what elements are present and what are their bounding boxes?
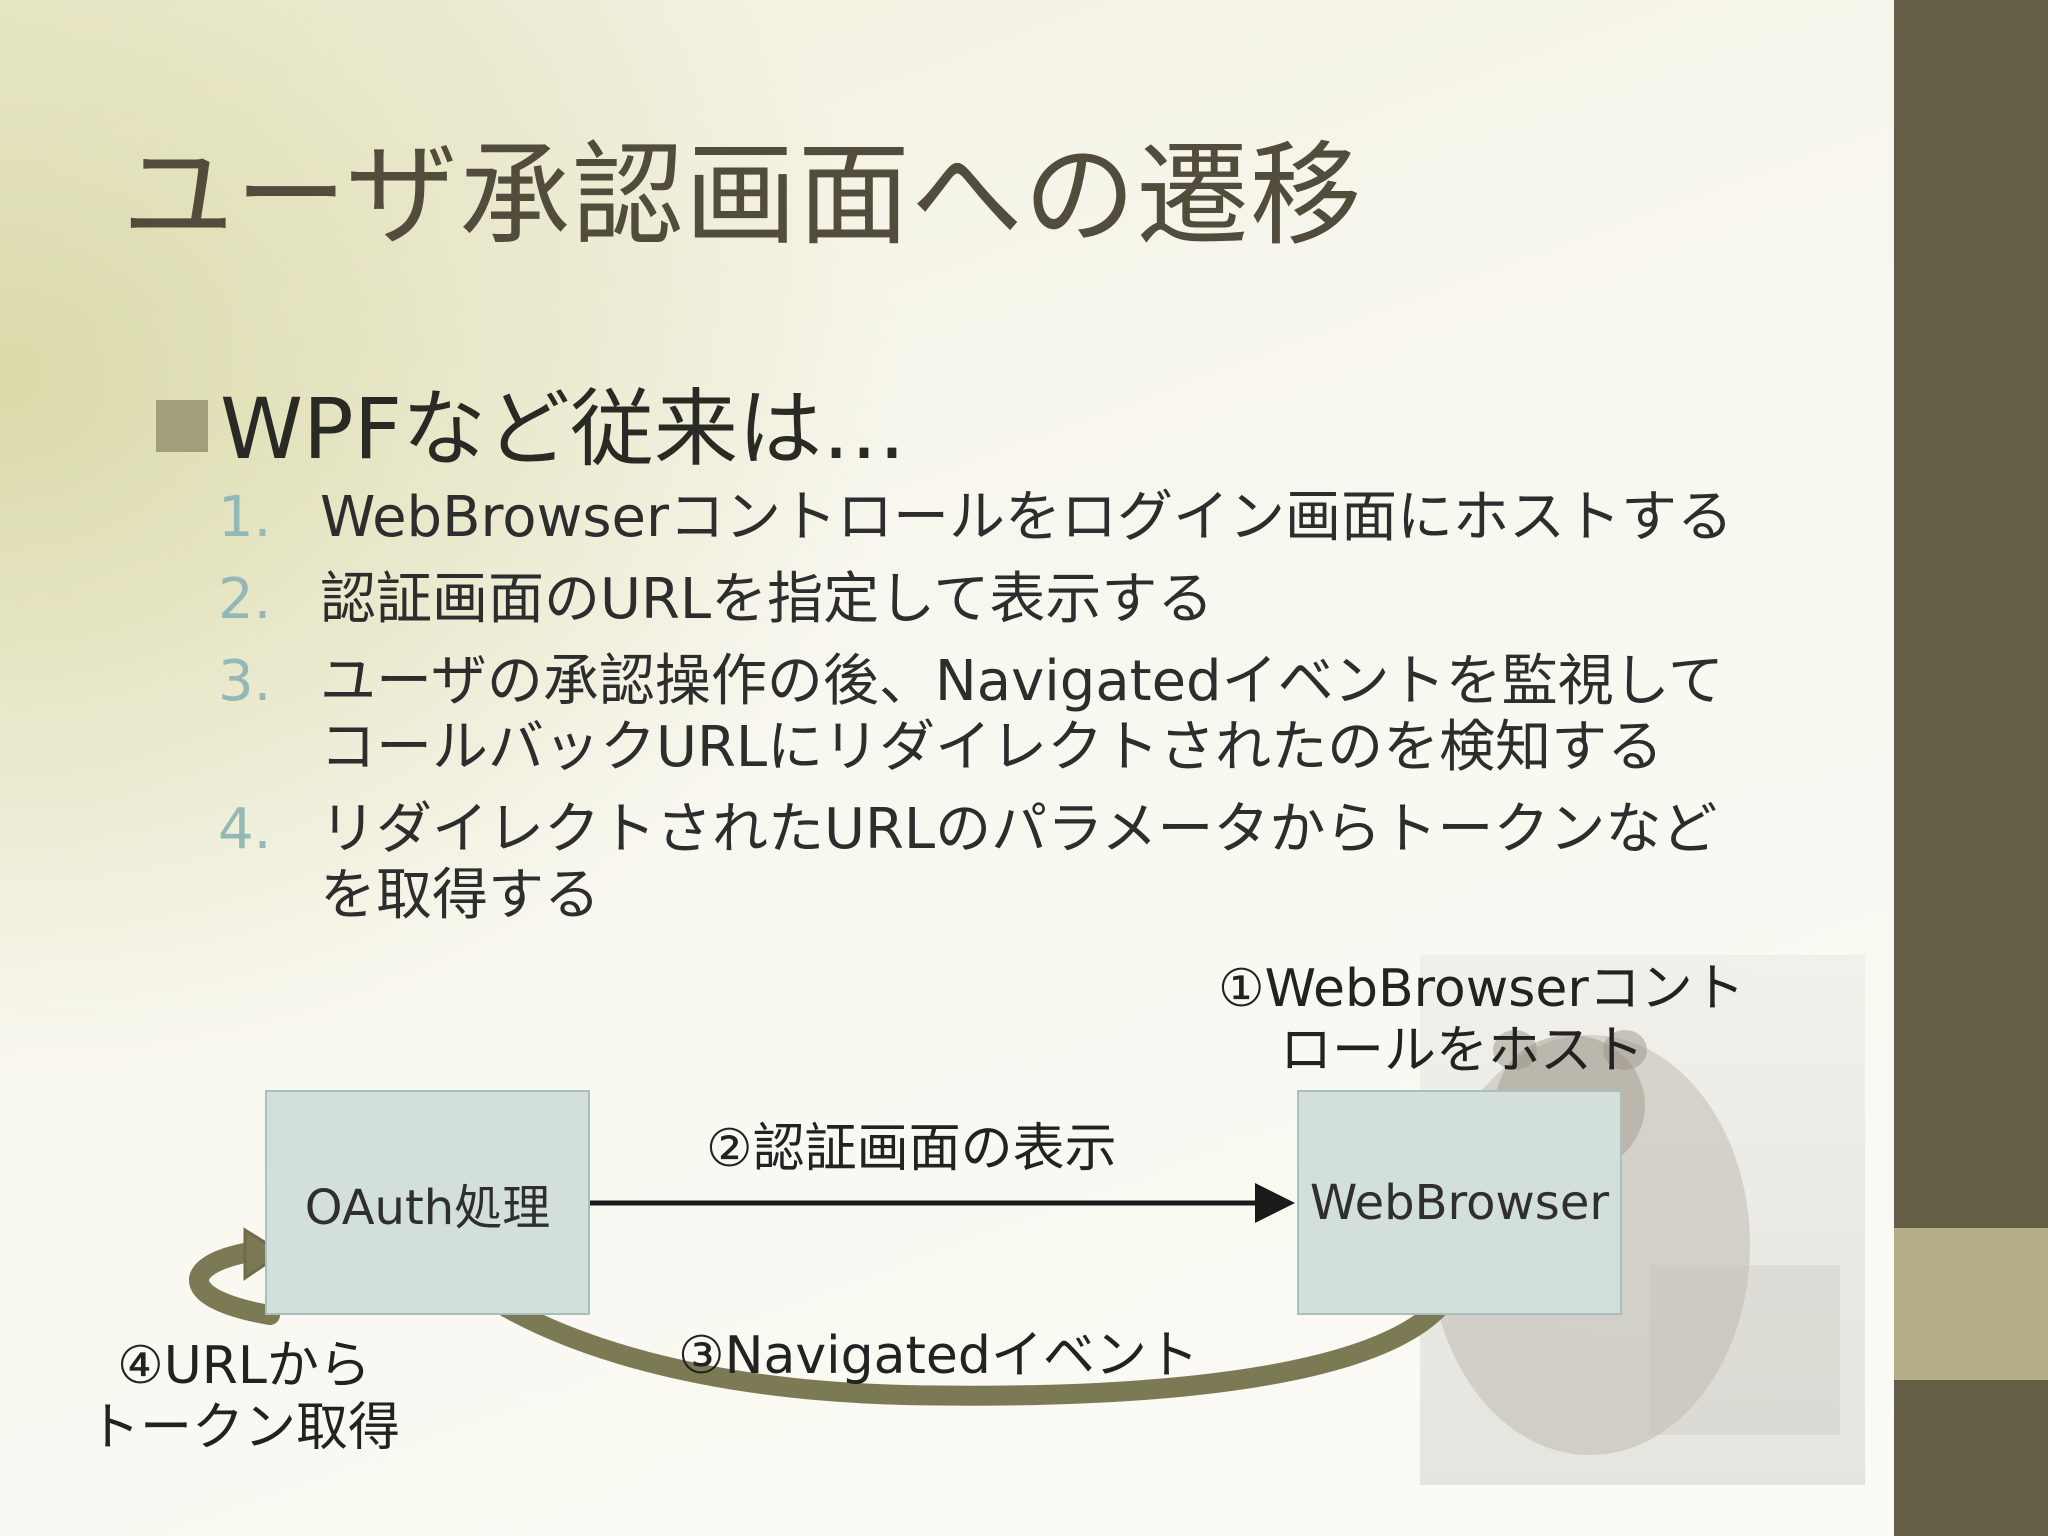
list-item-text: リダイレクトされたURLのパラメータからトークンなど (320, 797, 1718, 862)
token-loop-arrow (189, 1242, 280, 1325)
oauth-process-label: OAuth処理 (304, 1179, 551, 1236)
step1-label-line1: ①WebBrowserコント (1218, 959, 1745, 1019)
square-bullet-icon (156, 400, 208, 452)
sidebar-accent-stripe (1894, 1228, 2048, 1380)
list-item-text: ユーザの承認操作の後、Navigatedイベントを監視して (320, 649, 1724, 714)
list-item-text: 認証画面のURLを指定して表示する (320, 567, 1214, 632)
list-item-text-continued: コールバックURLにリダイレクトされたのを検知する (320, 715, 1664, 780)
slide-title: ユーザ承認画面への遷移 (122, 131, 1363, 261)
list-item-1: 1. WebBrowserコントロールをログイン画面にホストする (218, 485, 1758, 551)
slide: ユーザ承認画面への遷移 WPFなど従来は… 1. WebBrowserコントロー… (0, 0, 1894, 1536)
right-sidebar-band (1894, 0, 2048, 1536)
step1-label: ①WebBrowserコント ロールをホスト (1218, 958, 1745, 1082)
list-item-text-continued: を取得する (320, 863, 600, 928)
step2-label: ②認証画面の表示 (706, 1119, 1117, 1179)
list-item-text: WebBrowserコントロールをログイン画面にホストする (320, 485, 1734, 550)
list-item-number: 1. (218, 485, 272, 550)
list-item-number: 3. (218, 649, 272, 714)
step3-label: ③Navigatedイベント (678, 1326, 1199, 1386)
step4-label: ④URLから トークン取得 (88, 1335, 400, 1459)
oauth-process-box: OAuth処理 (265, 1090, 590, 1315)
token-loop-arrowhead-icon (243, 1227, 285, 1281)
list-item-3: 3. ユーザの承認操作の後、Navigatedイベントを監視して コールバックU… (218, 649, 1758, 781)
webbrowser-box: WebBrowser (1297, 1090, 1622, 1315)
list-item-number: 4. (218, 797, 272, 862)
navigated-curved-arrow (468, 1258, 1470, 1406)
step1-label-line2: ロールをホスト (1280, 1021, 1645, 1081)
step4-label-line1: ④URLから (117, 1336, 371, 1396)
webbrowser-label: WebBrowser (1309, 1174, 1610, 1231)
main-bullet: WPFなど従来は… (156, 362, 906, 483)
step4-label-line2: トークン取得 (88, 1398, 401, 1458)
list-item-number: 2. (218, 567, 272, 632)
list-item-2: 2. 認証画面のURLを指定して表示する (218, 567, 1758, 633)
main-bullet-text: WPFなど従来は… (220, 380, 907, 478)
list-item-4: 4. リダイレクトされたURLのパラメータからトークンなど を取得する (218, 797, 1758, 929)
